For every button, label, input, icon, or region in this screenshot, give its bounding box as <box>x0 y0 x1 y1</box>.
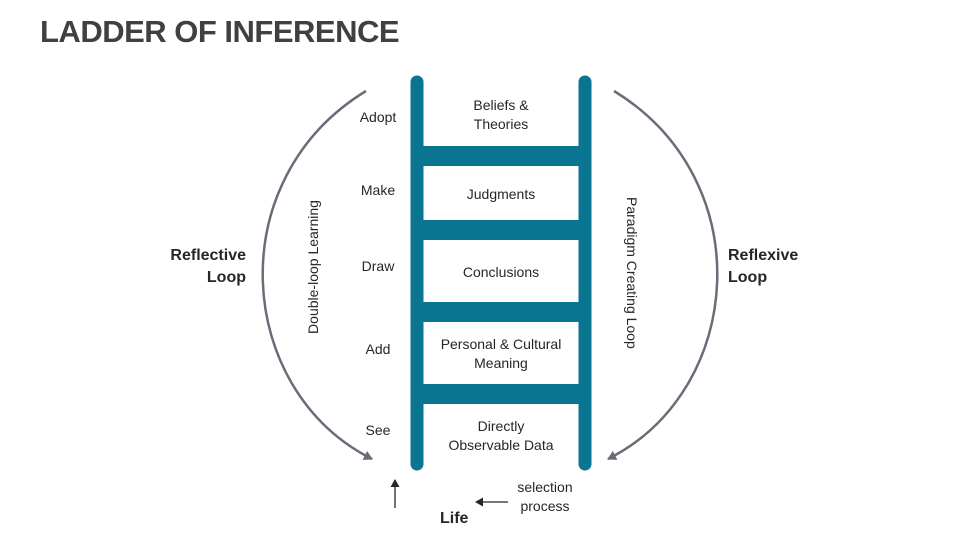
step-verb-draw: Draw <box>361 258 395 274</box>
ladder-rung <box>417 302 585 322</box>
selection-process-label: selection process <box>517 479 573 514</box>
step-verb-adopt: Adopt <box>359 109 397 125</box>
step-label-conclusions: Conclusions <box>462 263 540 280</box>
step-verb-make: Make <box>360 182 396 198</box>
double-loop-learning-label: Double-loop Learning <box>305 200 321 334</box>
reflective-loop-title: Reflective Loop <box>170 247 246 286</box>
ladder-rung <box>417 384 585 404</box>
paradigm-creating-loop-label: Paradigm Creating Loop <box>624 197 640 349</box>
step-verb-see: See <box>365 422 391 438</box>
step-label-beliefs: Beliefs & Theories <box>473 97 529 132</box>
step-label-judgments: Judgments <box>466 185 536 202</box>
reflexive-loop-title: Reflexive Loop <box>728 247 799 286</box>
ladder-rung <box>417 220 585 240</box>
reflective-loop-arc <box>261 89 373 461</box>
ladder-rung <box>417 146 585 166</box>
step-label-data: Directly Observable Data <box>448 418 554 453</box>
reflexive-loop-arc <box>607 89 719 461</box>
step-label-meaning: Personal & Cultural Meaning <box>440 336 562 371</box>
page-title: LADDER OF INFERENCE <box>40 14 400 49</box>
life-label: Life <box>440 510 469 527</box>
step-verb-add: Add <box>365 341 391 357</box>
